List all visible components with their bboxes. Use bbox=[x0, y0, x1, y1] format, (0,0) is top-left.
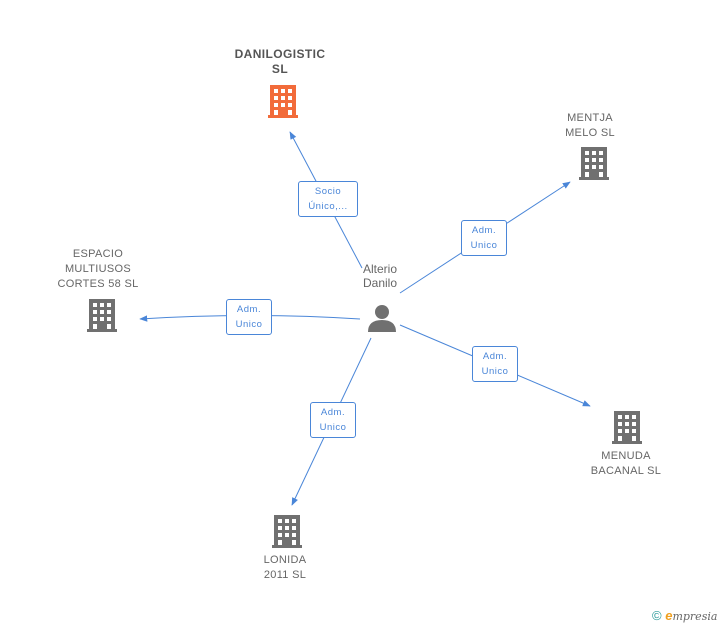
relation-role-line1: Socio bbox=[314, 186, 342, 197]
building-icon-espacio[interactable] bbox=[87, 299, 117, 332]
company-name-line3: CORTES 58 SL bbox=[57, 278, 139, 290]
company-name-line2: 2011 SL bbox=[263, 569, 307, 581]
relation-badge-danilogistic[interactable]: Socio Único,... bbox=[298, 181, 358, 217]
relation-role-line2: Unico bbox=[481, 366, 509, 377]
company-label-danilogistic[interactable]: DANILOGISTIC SL bbox=[220, 47, 340, 77]
relation-badge-lonida[interactable]: Adm. Unico bbox=[310, 402, 356, 438]
building-icon-danilogistic[interactable] bbox=[268, 85, 298, 118]
building-icon-lonida[interactable] bbox=[272, 515, 302, 548]
person-label[interactable]: Alterio Danilo bbox=[340, 262, 420, 290]
company-label-mentja[interactable]: MENTJA MELO SL bbox=[545, 111, 635, 141]
relation-badge-mentja[interactable]: Adm. Unico bbox=[461, 220, 507, 256]
building-icon-menuda[interactable] bbox=[612, 411, 642, 444]
relation-role-line1: Adm. bbox=[471, 225, 497, 236]
relation-role-line2: Unico bbox=[319, 422, 347, 433]
person-icon[interactable] bbox=[368, 305, 396, 332]
relation-role-line1: Adm. bbox=[482, 351, 508, 362]
company-label-menuda[interactable]: MENUDA BACANAL SL bbox=[576, 449, 676, 479]
relation-role-line1: Adm. bbox=[236, 304, 262, 315]
company-name-line2: MULTIUSOS bbox=[64, 263, 132, 275]
building-icon-mentja[interactable] bbox=[579, 147, 609, 180]
relation-badge-espacio[interactable]: Adm. Unico bbox=[226, 299, 272, 335]
company-name-line1: ESPACIO bbox=[72, 248, 124, 260]
company-name-line1: MENUDA bbox=[601, 450, 651, 462]
company-name-line2: SL bbox=[271, 62, 289, 76]
company-label-lonida[interactable]: LONIDA 2011 SL bbox=[240, 553, 330, 583]
company-name-line1: LONIDA bbox=[263, 554, 307, 566]
person-name-line1: Alterio bbox=[362, 262, 397, 276]
company-name-line2: BACANAL SL bbox=[590, 465, 662, 477]
relation-badge-menuda[interactable]: Adm. Unico bbox=[472, 346, 518, 382]
relation-role-line1: Adm. bbox=[320, 407, 346, 418]
relation-role-line2: Unico bbox=[235, 319, 263, 330]
relation-role-line2: Único,... bbox=[308, 201, 348, 212]
brand-name: mpresia bbox=[672, 610, 718, 623]
company-name-line1: MENTJA bbox=[567, 112, 613, 124]
footer-brand: © empresia bbox=[652, 608, 717, 623]
company-name-line2: MELO SL bbox=[565, 127, 615, 139]
company-name-line1: DANILOGISTIC bbox=[234, 47, 326, 61]
relation-role-line2: Unico bbox=[470, 240, 498, 251]
copyright-icon: © bbox=[652, 608, 662, 623]
brand-logo-e: e bbox=[665, 608, 673, 623]
person-name-line2: Danilo bbox=[362, 276, 398, 290]
company-label-espacio[interactable]: ESPACIO MULTIUSOS CORTES 58 SL bbox=[48, 247, 148, 292]
